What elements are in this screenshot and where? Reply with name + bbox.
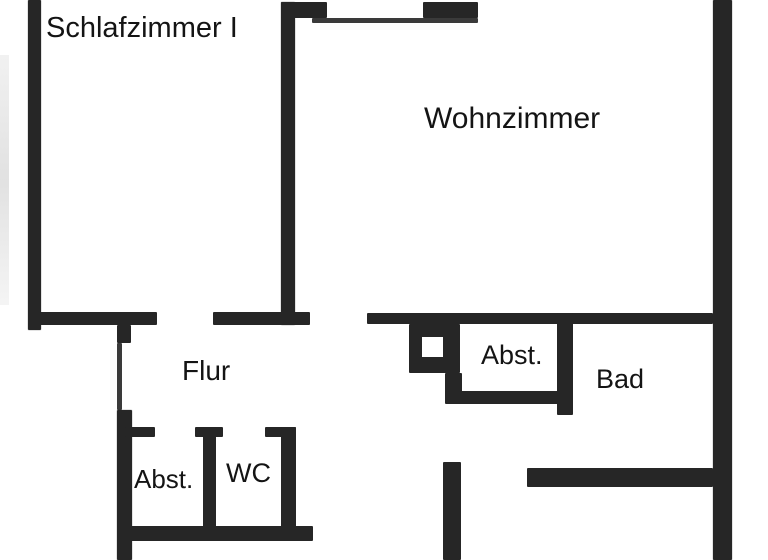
wall-flur-north-segment-3 — [367, 313, 713, 324]
wall-abst-top-bottom — [445, 391, 573, 404]
wall-abst-top-right — [557, 313, 573, 415]
room-label-abst-bottom: Abst. — [134, 464, 194, 494]
wall-west-lower — [117, 410, 132, 560]
room-label-wohnzimmer: Wohnzimmer — [424, 102, 601, 135]
scan-artifact — [0, 55, 9, 305]
wall-bad-south — [527, 468, 713, 487]
wall-south-bottom — [117, 526, 313, 541]
window-sill-line — [312, 18, 478, 23]
wall-wohnzimmer-top-left-segment — [281, 2, 327, 18]
wall-exterior-right — [713, 0, 732, 560]
wall-flur-north-segment-1 — [28, 312, 157, 325]
room-label-schlafzimmer: Schlafzimmer I — [46, 12, 238, 44]
room-label-wc: WC — [226, 458, 271, 488]
wall-abst-wc-divider — [203, 427, 216, 530]
wall-flur-north-segment-2 — [213, 312, 310, 325]
room-label-flur: Flur — [182, 355, 231, 386]
room-label-abst-top: Abst. — [481, 340, 543, 370]
wall-schlafzimmer-wohnzimmer-divider — [281, 2, 295, 325]
room-label-bad: Bad — [596, 364, 645, 394]
wall-flur-west-stub — [117, 325, 131, 343]
wall-entry-vertical — [443, 462, 461, 560]
wall-wc-east — [281, 427, 296, 530]
wall-schlafzimmer-left — [28, 0, 41, 330]
shaft-opening — [422, 337, 443, 357]
wall-flur-west-opening-line — [117, 343, 122, 410]
wall-wohnzimmer-top-right-segment — [423, 2, 478, 18]
wall-wc-north-right-stub — [265, 427, 296, 437]
shaft-connector-wall — [445, 373, 462, 393]
wall-abst-bottom-north-stub — [125, 427, 155, 437]
